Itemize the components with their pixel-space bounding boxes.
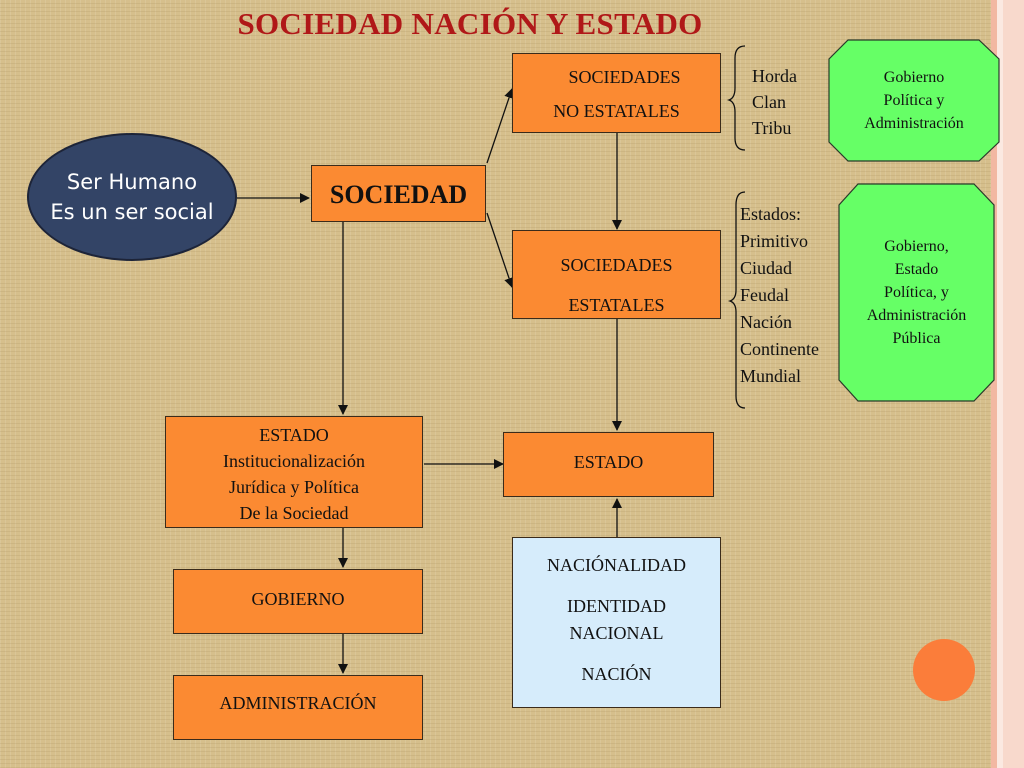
estado-box-line: Jurídica y Política [229,477,359,497]
green-top-line: Gobierno [883,69,945,86]
no-estatales-line-2: NO ESTATALES [553,101,680,121]
nacion-line: IDENTIDAD [567,596,666,616]
gobierno-box: GOBIERNO [173,569,423,634]
estatales-types-list: Estados: Primitivo Ciudad Feudal Nación … [740,201,819,390]
estado-box-line: Institucionalización [223,451,365,471]
sociedad-label: SOCIEDAD [329,180,468,209]
green-bottom-line: Administración [866,307,967,324]
nacion-line: NACIONAL [569,623,664,643]
right-border-stripe [997,0,1003,768]
estado-box: ESTADO [503,432,714,497]
green-note-top: Gobierno Política y Administración [828,39,1000,162]
gobierno-label: GOBIERNO [251,589,345,609]
type-item: Ciudad [740,258,792,278]
type-item: Horda [752,66,797,86]
estado-box-line: ESTADO [259,425,329,445]
green-bottom-line: Pública [892,330,941,347]
slide-title: SOCIEDAD NACIÓN Y ESTADO [237,6,703,41]
green-bottom-line: Estado [894,261,939,278]
ser-humano-oval: Ser Humano Es un ser social [27,133,237,261]
green-bottom-line: Política, y [884,284,949,301]
administracion-box: ADMINISTRACIÓN [173,675,423,740]
green-note-shape [828,39,1000,162]
decorative-circle [913,639,975,701]
arrow-sociedad-to-no-estatales [486,88,514,164]
estado-institucionalizacion-box: ESTADO Institucionalización Jurídica y P… [165,416,423,528]
brace-estatales [727,191,746,409]
oval-line-2: Es un ser social [50,200,214,224]
estado-label: ESTADO [573,452,644,472]
no-estatales-types-list: Horda Clan Tribu [752,63,797,141]
arrow-sociedad-to-estatales [486,212,514,288]
type-item: Primitivo [740,231,809,251]
administracion-label: ADMINISTRACIÓN [219,693,377,713]
estatales-line-2: ESTATALES [568,295,665,315]
green-top-line: Política y [883,92,945,109]
right-border-stripe [1003,0,1024,768]
type-item: Continente [740,339,819,359]
estado-box-line: De la Sociedad [239,503,349,523]
type-item: Nación [740,312,792,332]
type-item: Mundial [740,366,801,386]
sociedades-estatales-box: SOCIEDADES ESTATALES [512,230,721,319]
type-item: Clan [752,92,786,112]
sociedad-box: SOCIEDAD [311,165,486,222]
sociedades-no-estatales-box: SOCIEDADES NO ESTATALES [512,53,721,133]
nacion-line: NACIÓNALIDAD [547,555,686,575]
nacion-line: NACIÓN [581,664,652,684]
no-estatales-line-1: SOCIEDADES [568,67,681,87]
type-item: Feudal [740,285,789,305]
type-item: Estados: [740,204,801,224]
oval-line-1: Ser Humano [66,170,198,194]
green-note-bottom: Gobierno, Estado Política, y Administrac… [838,183,995,402]
green-note-shape [838,183,995,402]
green-top-line: Administración [864,115,964,132]
nacionalidad-box: NACIÓNALIDAD IDENTIDAD NACIONAL NACIÓN [512,537,721,708]
green-bottom-line: Gobierno, [884,238,949,255]
brace-no-estatales [726,45,746,151]
estatales-line-1: SOCIEDADES [560,255,673,275]
right-border-stripe [991,0,997,768]
type-item: Tribu [752,118,792,138]
